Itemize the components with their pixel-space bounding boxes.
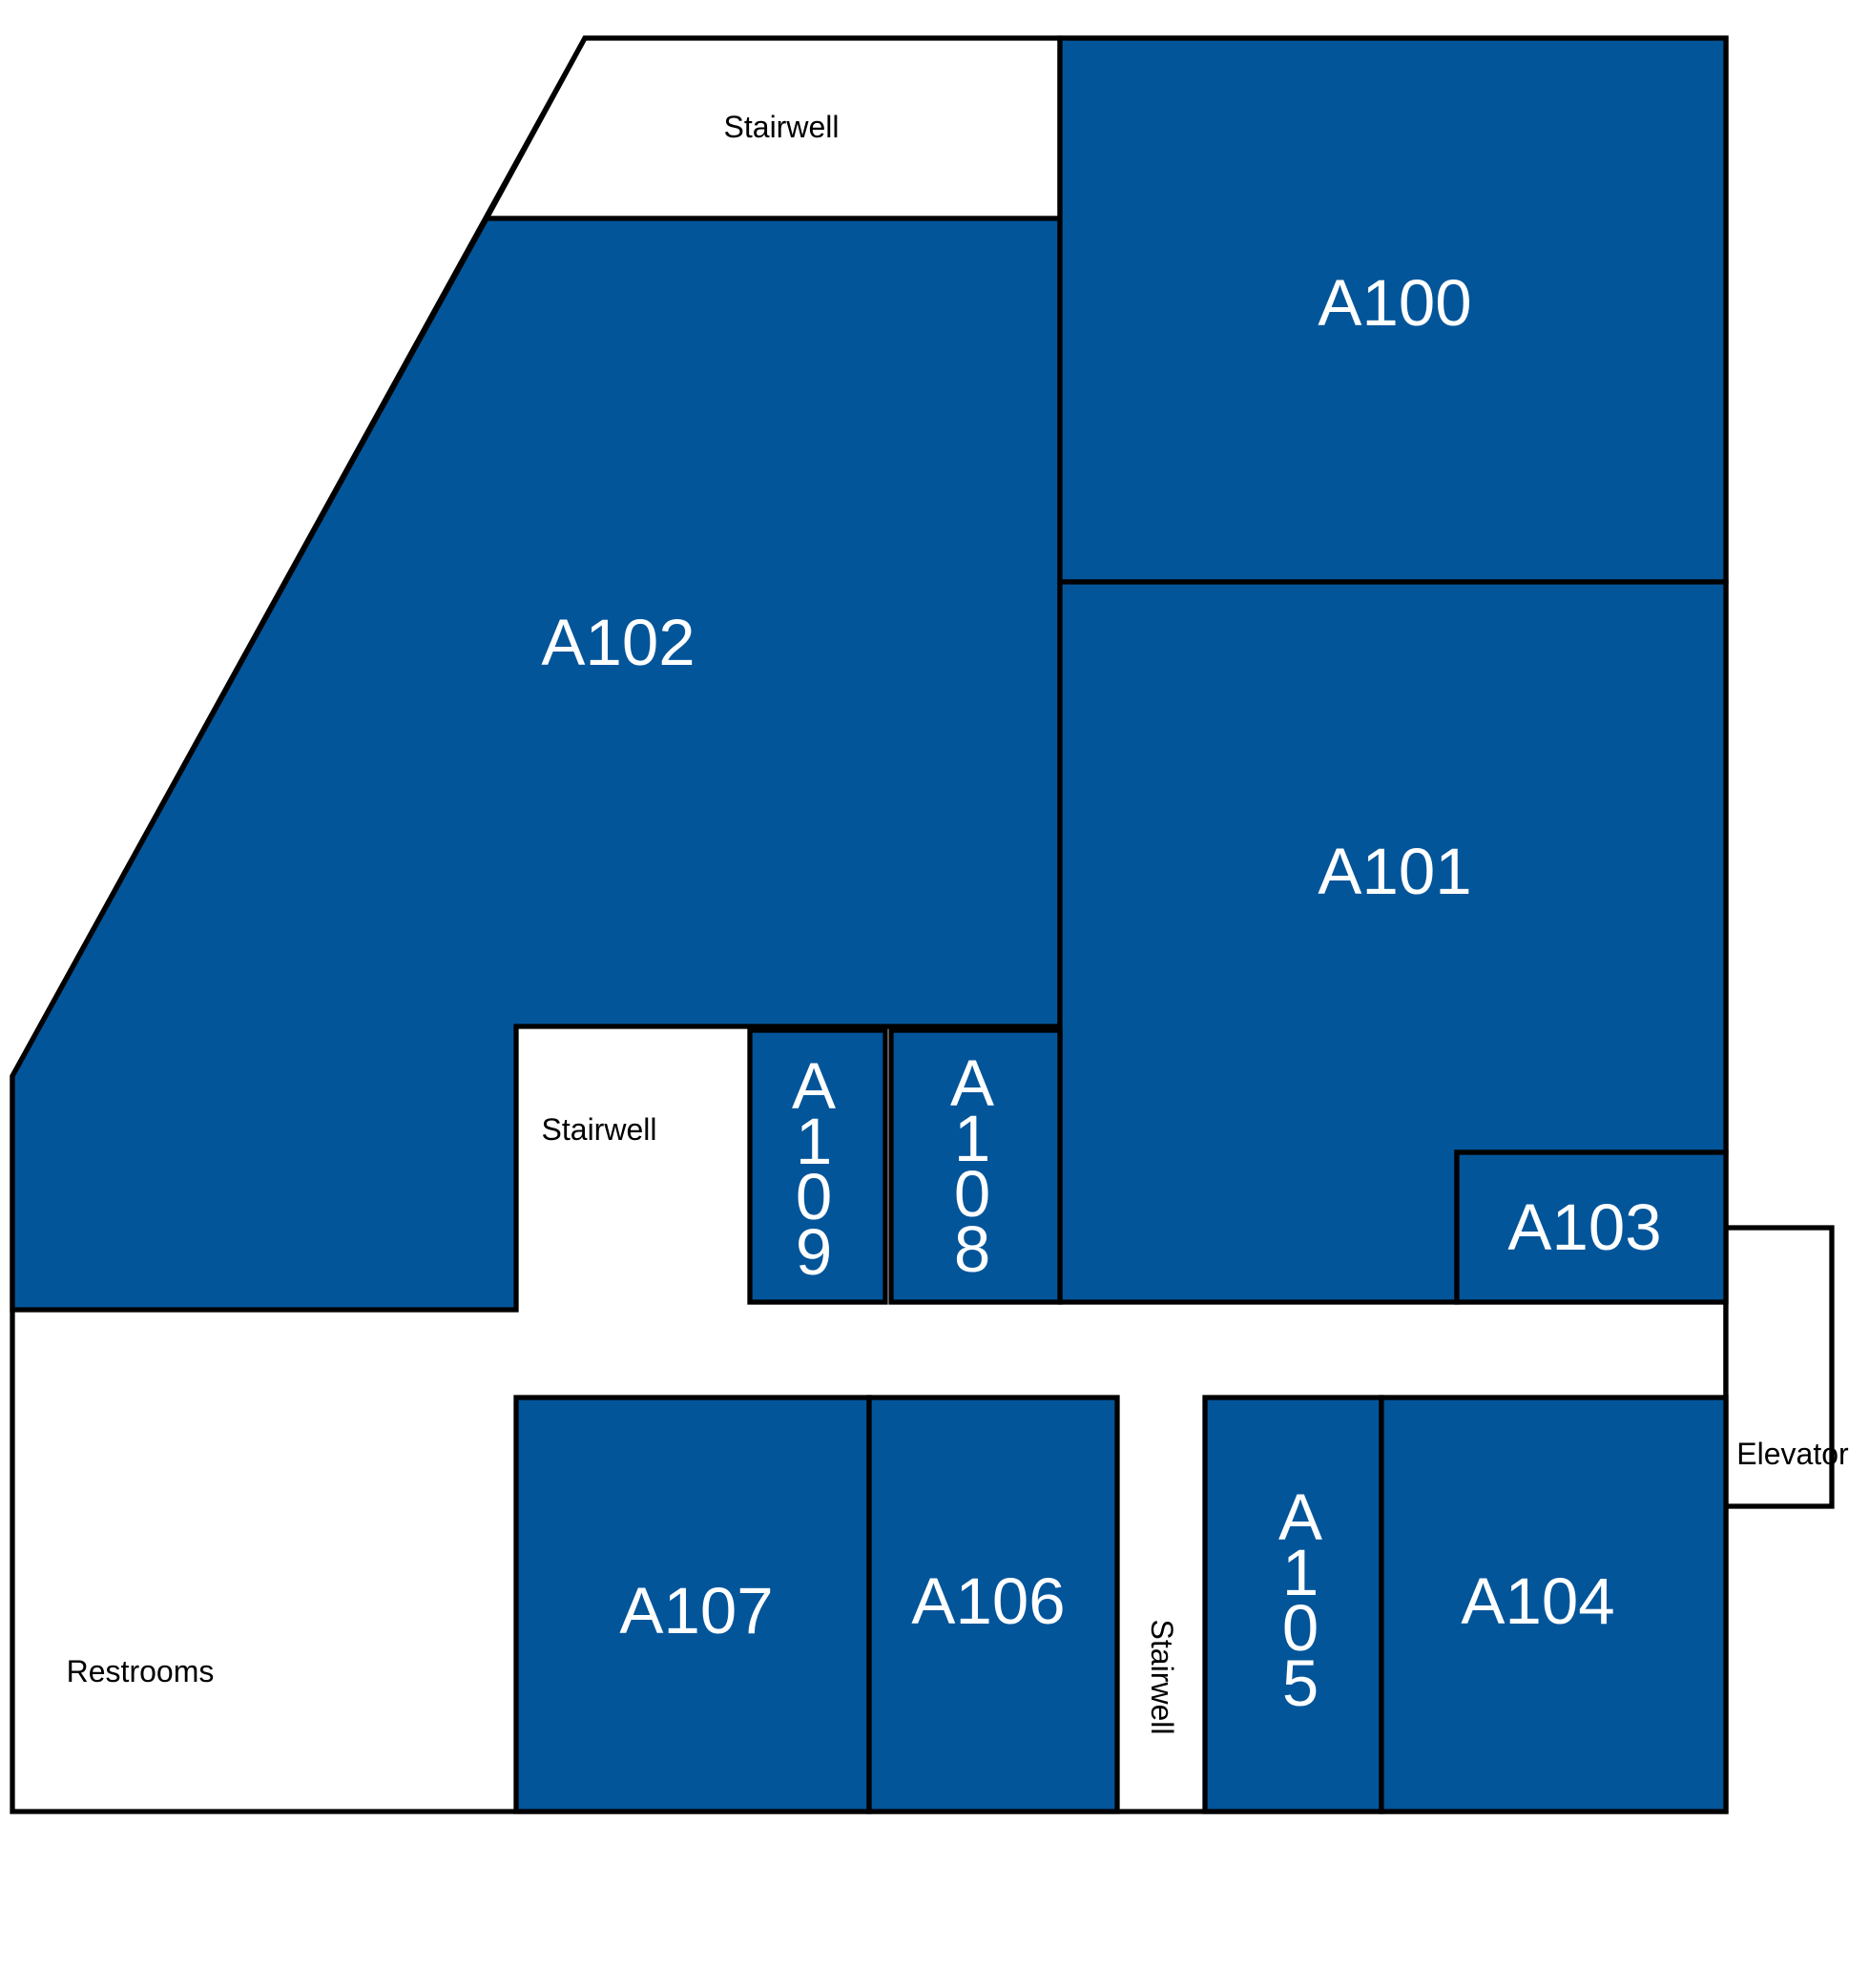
label-elevator: Elevator xyxy=(1736,1437,1849,1471)
room-a100[interactable] xyxy=(1057,35,1729,585)
room-a107[interactable] xyxy=(513,1395,872,1814)
label-a100: A100 xyxy=(1318,266,1471,340)
label-stairwell-middle: Stairwell xyxy=(542,1112,657,1147)
room-a106[interactable] xyxy=(866,1395,1120,1814)
room-a108[interactable] xyxy=(888,1027,1063,1305)
label-stairwell-top: Stairwell xyxy=(724,110,840,144)
room-a109[interactable] xyxy=(747,1027,888,1305)
label-a101: A101 xyxy=(1318,835,1471,908)
label-a102: A102 xyxy=(541,606,695,679)
room-a104[interactable] xyxy=(1379,1395,1729,1814)
label-stairwell-bottom: Stairwell xyxy=(1145,1620,1179,1735)
label-a107: A107 xyxy=(619,1574,773,1647)
label-a104: A104 xyxy=(1461,1564,1614,1638)
room-a105[interactable] xyxy=(1202,1395,1384,1814)
room-a103[interactable] xyxy=(1454,1149,1729,1305)
label-restrooms: Restrooms xyxy=(67,1654,215,1688)
label-a103: A103 xyxy=(1507,1191,1661,1264)
label-a106: A106 xyxy=(911,1564,1065,1638)
elevator-area[interactable] xyxy=(1723,1225,1835,1509)
